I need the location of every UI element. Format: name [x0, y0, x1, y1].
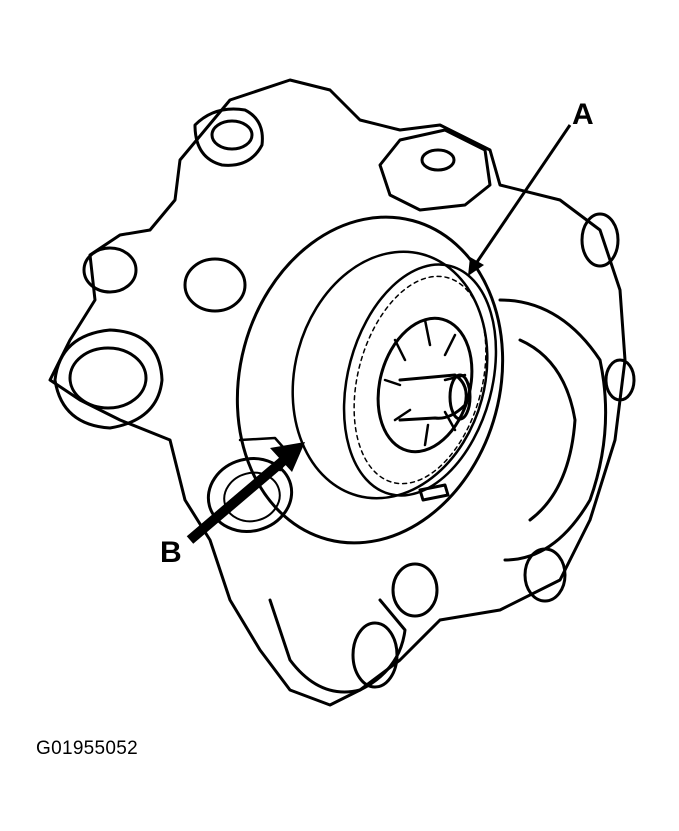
figure-id: G01955052 — [36, 738, 139, 759]
leader-a — [468, 124, 572, 276]
dowel-pin — [418, 483, 450, 502]
outlet-port — [193, 107, 264, 167]
mount-hole-bottom — [351, 621, 399, 689]
o-ring-a — [342, 263, 498, 497]
rotor — [376, 316, 474, 454]
front-cover — [235, 215, 505, 545]
mounting-bracket — [268, 598, 407, 694]
inlet-port — [53, 328, 164, 430]
drive-shaft — [398, 373, 468, 422]
callout-label-b: B — [160, 536, 182, 569]
pump-housing — [48, 78, 627, 707]
arrow-b — [186, 442, 305, 544]
ring-b — [206, 457, 294, 533]
callout-label-a: A — [572, 98, 594, 131]
mount-hole-top — [420, 148, 456, 172]
